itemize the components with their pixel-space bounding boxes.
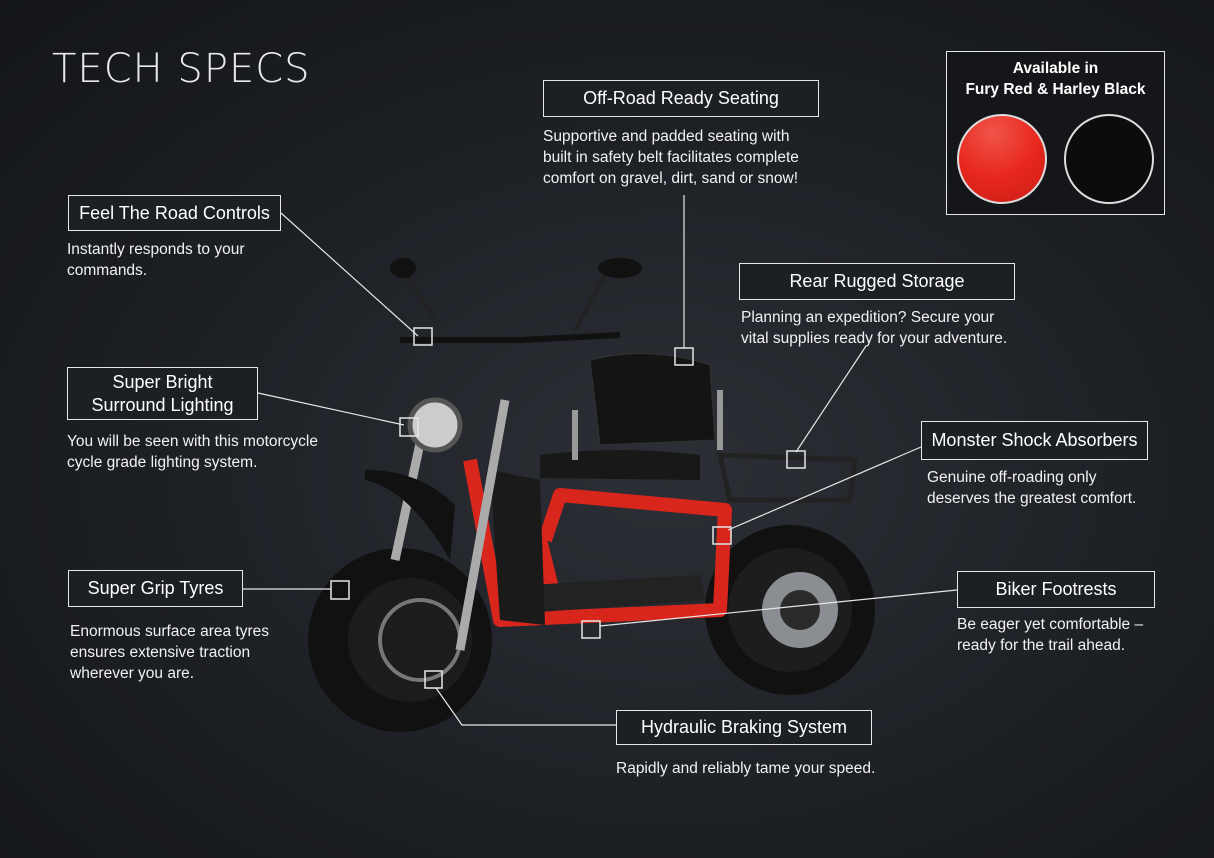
- rear-wheel: [705, 525, 875, 695]
- callout-lines: [243, 195, 958, 726]
- callout-markers: [330, 327, 806, 689]
- desc-surround-lighting: You will be seen with this motorcycle cy…: [67, 433, 318, 471]
- label-shock-absorbers: Monster Shock Absorbers: [921, 421, 1148, 460]
- desc-off-road-seating: Supportive and padded seating with built…: [543, 128, 799, 187]
- desc-biker-footrests: Be eager yet comfortable – ready for the…: [957, 616, 1144, 654]
- label-rear-storage: Rear Rugged Storage: [739, 263, 1015, 300]
- label-hydraulic-braking: Hydraulic Braking System: [616, 710, 872, 745]
- label-biker-footrests: Biker Footrests: [957, 571, 1155, 608]
- label-off-road-seating: Off-Road Ready Seating: [543, 80, 819, 117]
- label-surround-lighting: Super Bright Surround Lighting: [67, 367, 258, 420]
- seat: [540, 353, 723, 480]
- color-availability-box: Available in Fury Red & Harley Black: [946, 51, 1165, 215]
- desc-shock-absorbers: Genuine off-roading only deserves the gr…: [927, 469, 1137, 507]
- desc-hydraulic-braking: Rapidly and reliably tame your speed.: [616, 760, 876, 777]
- label-feel-road-controls: Feel The Road Controls: [68, 195, 281, 231]
- rear-rack: [716, 452, 858, 503]
- headlight: [407, 397, 463, 453]
- harley-black-swatch: [1064, 114, 1154, 204]
- label-grip-tyres: Super Grip Tyres: [68, 570, 243, 607]
- page-title: TECH SPECS: [52, 46, 311, 92]
- fury-red-swatch: [957, 114, 1047, 204]
- availability-heading: Available in Fury Red & Harley Black: [965, 60, 1146, 98]
- desc-grip-tyres: Enormous surface area tyres ensures exte…: [70, 623, 270, 682]
- desc-rear-storage: Planning an expedition? Secure your vita…: [741, 309, 1008, 347]
- desc-feel-road-controls: Instantly responds to your commands.: [67, 241, 245, 279]
